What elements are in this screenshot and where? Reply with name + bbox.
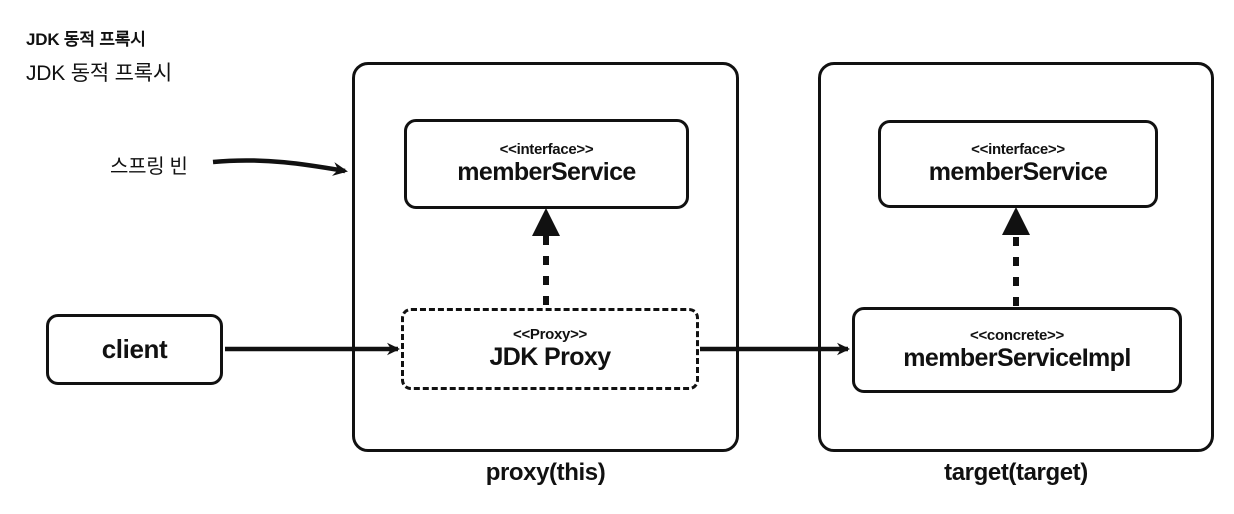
member-service-impl-box[interactable]: <<concrete>> memberServiceImpl [852,307,1182,393]
target-interface-box[interactable]: <<interface>> memberService [878,120,1158,208]
target-interface-stereotype: <<interface>> [971,140,1065,158]
client-box[interactable]: client [46,314,223,385]
jdk-proxy-name: JDK Proxy [489,342,611,371]
target-container-caption: target(target) [944,459,1088,486]
concrete-name: memberServiceImpl [903,343,1131,372]
proxy-container[interactable] [352,62,739,452]
diagram-title-bold: JDK 동적 프록시 [26,30,146,49]
jdk-proxy-stereotype: <<Proxy>> [512,325,588,343]
proxy-interface-name: memberService [457,157,636,186]
arrow-spring-bean-to-proxy-container [212,158,348,176]
client-label: client [101,334,168,364]
concrete-stereotype: <<concrete>> [970,326,1064,344]
target-container[interactable] [818,62,1214,452]
jdk-proxy-box[interactable]: <<Proxy>> JDK Proxy [401,308,699,390]
proxy-interface-box[interactable]: <<interface>> memberService [404,119,689,209]
diagram-title-regular: JDK 동적 프록시 [26,62,172,85]
target-interface-name: memberService [928,157,1108,186]
spring-bean-label: 스프링 빈 [110,156,188,178]
proxy-container-caption: proxy(this) [485,459,606,486]
proxy-interface-stereotype: <<interface>> [499,140,594,158]
